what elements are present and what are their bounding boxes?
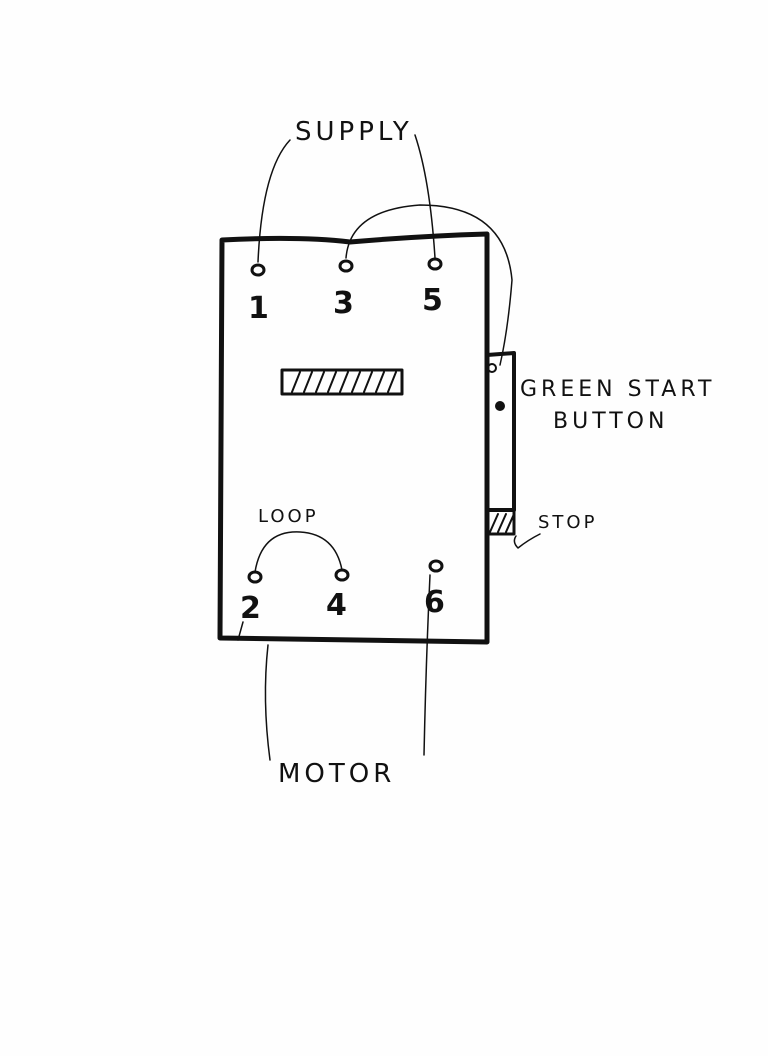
terminal-label-3: 3 [333, 286, 354, 321]
bottom-terminals [247, 559, 444, 584]
terminal-label-5: 5 [422, 283, 443, 318]
terminal-5 [427, 257, 443, 271]
start-terminal [487, 363, 497, 373]
green-start-label: GREEN START [520, 377, 715, 402]
wires [237, 134, 513, 761]
start-button-housing [485, 351, 516, 512]
terminal-label-1: 1 [248, 291, 269, 326]
wire-3-to-start [345, 204, 513, 366]
motor-label: MOTOR [278, 759, 395, 789]
terminal-1 [250, 263, 266, 277]
loop-label: LOOP [258, 506, 319, 527]
contactor-box [217, 231, 490, 645]
start-button-dot [495, 401, 505, 411]
terminal-6 [428, 559, 444, 573]
terminal-label-6: 6 [424, 585, 445, 620]
supply-wire-1 [257, 139, 291, 263]
stop-label: STOP [538, 512, 597, 533]
loop-wire [254, 531, 343, 573]
supply-label: SUPPLY [295, 117, 413, 147]
terminal-3 [338, 259, 354, 273]
terminal-4 [334, 568, 350, 582]
stop-button [485, 508, 541, 549]
button-label: BUTTON [553, 409, 668, 434]
motor-wire-6 [423, 574, 431, 756]
terminal-2 [247, 570, 263, 584]
terminal-label-4: 4 [326, 588, 347, 623]
coil-rect [280, 368, 404, 396]
top-terminals [250, 257, 443, 277]
supply-wire-5 [414, 134, 436, 259]
motor-wire-2 [264, 644, 271, 761]
tick-mark [237, 621, 244, 641]
terminal-label-2: 2 [240, 591, 261, 626]
